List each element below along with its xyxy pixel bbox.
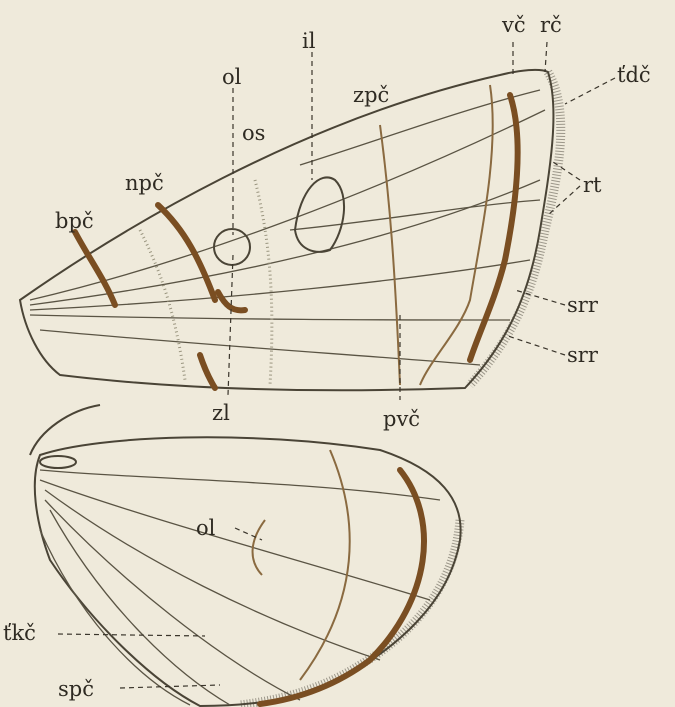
label-ol-top: ol [222,65,242,89]
antemedian-shade [140,230,185,380]
basal-crossline [75,232,115,305]
label-vc: vč [501,13,526,37]
label-tdc: ťdč [617,63,651,87]
label-npc: npč [125,171,164,195]
label-tkc: ťkč [3,621,36,645]
leader-tkc [58,634,205,636]
hindwing-vein [40,470,440,500]
hindwing-postmedian [300,450,350,680]
frenulum [40,456,76,468]
label-srr-1: srr [567,293,599,317]
leader-rt-2 [548,186,580,215]
outer-crossline [380,125,400,385]
hindwing-vein [45,500,300,700]
hindwing-vein [40,480,430,600]
forewing [20,70,561,390]
label-pvc: pvč [383,407,420,431]
leader-tdc [565,78,615,104]
label-zl: zl [212,401,230,425]
hindwing [30,405,461,706]
median-shade [255,180,272,385]
label-bpc: bpč [55,209,94,233]
forewing-vein [30,315,510,320]
leader-rt-1 [550,160,580,180]
label-os: os [242,121,265,145]
forewing-vein [30,110,545,300]
label-rc: rč [540,13,562,37]
subterminal-line [420,85,493,385]
leader-zl [228,255,233,395]
inner-crossline [158,205,215,300]
forewing-vein [40,330,480,365]
hindwing-outline [35,437,461,706]
label-zpc: zpč [353,83,389,107]
leader-rc [545,42,547,72]
label-srr-2: srr [567,343,599,367]
hindwing-marginal-shade [260,470,424,704]
label-rt: rt [583,173,602,197]
leader-srr-2 [505,335,565,355]
inner-crossline-lower [200,355,215,388]
label-il: il [302,29,316,53]
orbicular-spot [214,229,250,265]
label-spc: spč [58,677,94,701]
label-ol-bottom: ol [196,516,216,540]
